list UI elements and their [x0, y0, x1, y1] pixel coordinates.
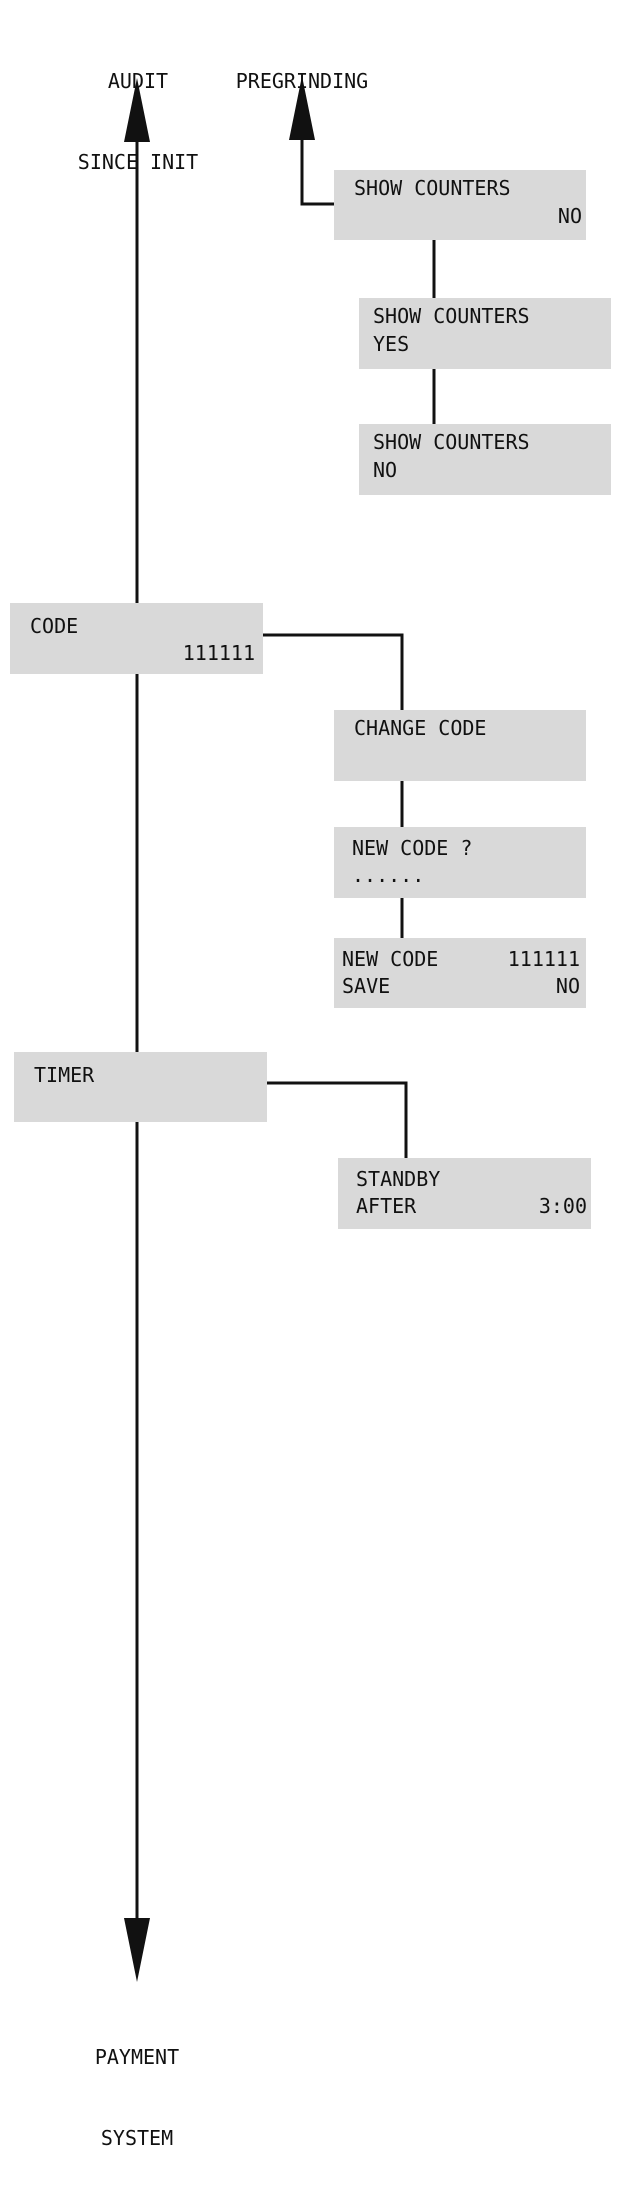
standby-label: STANDBY: [356, 1167, 441, 1191]
save-label: SAVE: [342, 974, 391, 998]
new-code-prompt-title: NEW CODE ?: [352, 836, 473, 860]
standby-after-box: STANDBY AFTER 3:00: [338, 1158, 591, 1229]
payment-label-line-2: SYSTEM: [100, 2126, 174, 2150]
payment-system-label: PAYMENT SYSTEM: [67, 1990, 207, 2206]
code-connector: [263, 633, 404, 710]
arrow-up-audit: [124, 78, 150, 142]
timer-connector: [267, 1081, 408, 1158]
change-code-title: CHANGE CODE: [354, 716, 487, 740]
standby-row: STANDBY: [356, 1166, 587, 1193]
save-value: NO: [555, 974, 580, 998]
timer-box: TIMER: [14, 1052, 267, 1122]
show-counters-yes-value: YES: [373, 332, 410, 356]
show-counters-top-value: NO: [557, 204, 582, 228]
connector-layer: [124, 76, 436, 1982]
code-title: CODE: [30, 614, 79, 638]
audit-since-init-label: AUDIT SINCE INIT: [68, 14, 208, 230]
after-row: AFTER 3:00: [356, 1193, 587, 1220]
code-value: 111111: [182, 641, 255, 665]
new-code-value: 111111: [507, 947, 580, 971]
show-counters-box-no: SHOW COUNTERS NO: [359, 424, 611, 495]
pregrinding-label: PREGRINDING: [222, 14, 382, 149]
after-value: 3:00: [538, 1194, 587, 1218]
new-code-save-box: NEW CODE 111111 SAVE NO: [334, 938, 586, 1008]
timer-title: TIMER: [34, 1063, 95, 1087]
show-counters-box-yes: SHOW COUNTERS YES: [359, 298, 611, 369]
audit-label-line-1: AUDIT: [107, 69, 169, 93]
after-label: AFTER: [356, 1194, 417, 1218]
show-counters-box-top: SHOW COUNTERS NO: [334, 170, 586, 240]
show-counters-yes-title: SHOW COUNTERS: [373, 304, 530, 328]
pregrinding-label-text: PREGRINDING: [235, 69, 369, 93]
arrow-up-pregrinding: [289, 76, 315, 140]
arrow-down-payment: [124, 1918, 150, 1982]
new-code-prompt-box: NEW CODE ? ......: [334, 827, 586, 898]
pregrinding-connector: [300, 138, 334, 206]
show-counters-no-title: SHOW COUNTERS: [373, 430, 530, 454]
show-counters-top-title: SHOW COUNTERS: [354, 176, 511, 200]
save-row: SAVE NO: [342, 973, 580, 1000]
new-code-prompt-dots: ......: [352, 863, 425, 887]
code-box: CODE 111111: [10, 603, 263, 674]
menu-flow-diagram: AUDIT SINCE INIT PREGRINDING SHOW COUNTE…: [10, 14, 611, 2150]
change-code-box: CHANGE CODE: [334, 710, 586, 781]
audit-label-line-2: SINCE INIT: [77, 150, 199, 174]
show-counters-no-value: NO: [373, 458, 398, 482]
new-code-row: NEW CODE 111111: [342, 946, 580, 973]
payment-label-line-1: PAYMENT: [94, 2045, 180, 2069]
new-code-label: NEW CODE: [342, 947, 439, 971]
